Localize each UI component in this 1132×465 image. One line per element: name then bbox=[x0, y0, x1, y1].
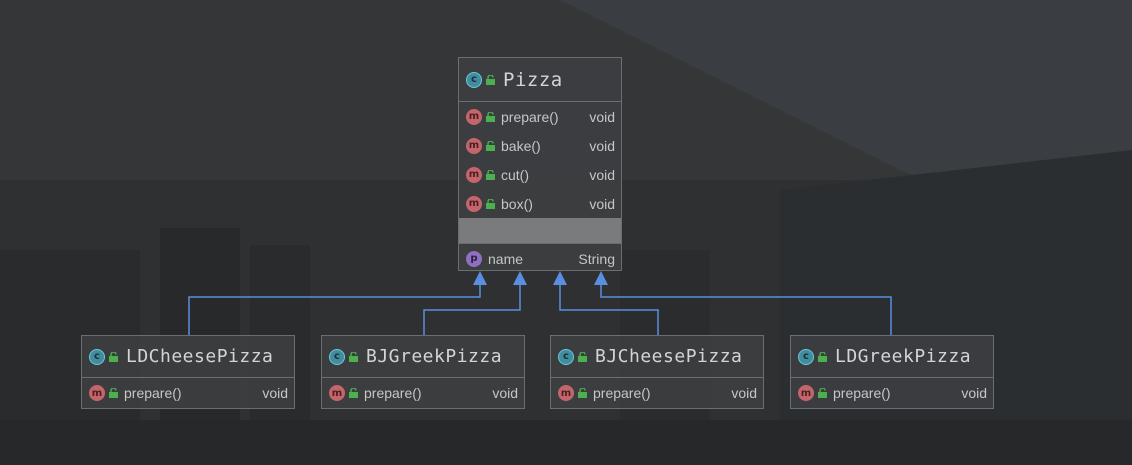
class-name: BJCheesePizza bbox=[595, 346, 743, 367]
method-name: prepare() bbox=[833, 385, 891, 401]
public-lock-icon bbox=[818, 388, 827, 398]
method-row[interactable]: m prepare() void bbox=[82, 378, 294, 408]
class-header: c LDGreekPizza bbox=[791, 336, 993, 378]
method-icon: m bbox=[466, 166, 482, 183]
property-type: String bbox=[578, 250, 615, 267]
public-lock-icon bbox=[486, 169, 495, 180]
bjgreekpizza-class-box[interactable]: c BJGreekPizza m prepare() void bbox=[321, 335, 525, 409]
method-icon: m bbox=[89, 385, 105, 401]
empty-fields-section bbox=[459, 218, 621, 244]
property-name: name bbox=[488, 250, 524, 267]
class-name: LDGreekPizza bbox=[835, 346, 972, 367]
public-lock-icon bbox=[578, 351, 587, 362]
class-icon: c bbox=[89, 348, 105, 365]
ldgreekpizza-class-box[interactable]: c LDGreekPizza m prepare() void bbox=[790, 335, 994, 409]
class-header: c BJGreekPizza bbox=[322, 336, 524, 378]
method-return-type: void bbox=[961, 385, 987, 401]
pizza-class-box[interactable]: c Pizza m prepare() void m bake() void m… bbox=[458, 57, 622, 271]
class-name: Pizza bbox=[503, 68, 563, 91]
method-name: prepare() bbox=[593, 385, 651, 401]
method-return-type: void bbox=[262, 385, 288, 401]
public-lock-icon bbox=[486, 140, 495, 151]
class-name: LDCheesePizza bbox=[126, 346, 274, 367]
public-lock-icon bbox=[818, 351, 827, 362]
method-row[interactable]: m cut() void bbox=[459, 160, 621, 189]
method-icon: m bbox=[329, 385, 345, 401]
class-icon: c bbox=[558, 348, 574, 365]
method-name: prepare() bbox=[501, 108, 559, 125]
method-return-type: void bbox=[589, 108, 615, 125]
property-icon: p bbox=[466, 250, 482, 267]
method-row[interactable]: m box() void bbox=[459, 189, 621, 218]
method-name: cut() bbox=[501, 166, 529, 183]
public-lock-icon bbox=[349, 388, 358, 398]
public-lock-icon bbox=[109, 351, 118, 362]
public-lock-icon bbox=[486, 74, 495, 85]
public-lock-icon bbox=[109, 388, 118, 398]
method-return-type: void bbox=[589, 195, 615, 212]
public-lock-icon bbox=[486, 111, 495, 122]
method-name: bake() bbox=[501, 137, 541, 154]
class-header: c BJCheesePizza bbox=[551, 336, 763, 378]
ldcheesepizza-class-box[interactable]: c LDCheesePizza m prepare() void bbox=[81, 335, 295, 409]
method-row[interactable]: m prepare() void bbox=[459, 102, 621, 131]
method-icon: m bbox=[466, 137, 482, 154]
bjcheesepizza-class-box[interactable]: c BJCheesePizza m prepare() void bbox=[550, 335, 764, 409]
method-row[interactable]: m prepare() void bbox=[322, 378, 524, 408]
method-icon: m bbox=[466, 108, 482, 125]
method-row[interactable]: m prepare() void bbox=[791, 378, 993, 408]
method-icon: m bbox=[558, 385, 574, 401]
method-icon: m bbox=[466, 195, 482, 212]
method-return-type: void bbox=[589, 137, 615, 154]
public-lock-icon bbox=[578, 388, 587, 398]
method-return-type: void bbox=[731, 385, 757, 401]
method-return-type: void bbox=[589, 166, 615, 183]
class-icon: c bbox=[798, 348, 814, 365]
class-header: c LDCheesePizza bbox=[82, 336, 294, 378]
public-lock-icon bbox=[486, 198, 495, 209]
class-icon: c bbox=[466, 71, 482, 88]
property-row[interactable]: p name String bbox=[459, 244, 621, 273]
pizza-class-header: c Pizza bbox=[459, 58, 621, 102]
method-name: prepare() bbox=[364, 385, 422, 401]
method-row[interactable]: m bake() void bbox=[459, 131, 621, 160]
method-icon: m bbox=[798, 385, 814, 401]
method-row[interactable]: m prepare() void bbox=[551, 378, 763, 408]
pizza-methods-section: m prepare() void m bake() void m cut() v… bbox=[459, 102, 621, 218]
public-lock-icon bbox=[349, 351, 358, 362]
method-return-type: void bbox=[492, 385, 518, 401]
class-icon: c bbox=[329, 348, 345, 365]
method-name: box() bbox=[501, 195, 533, 212]
method-name: prepare() bbox=[124, 385, 182, 401]
class-name: BJGreekPizza bbox=[366, 346, 503, 367]
